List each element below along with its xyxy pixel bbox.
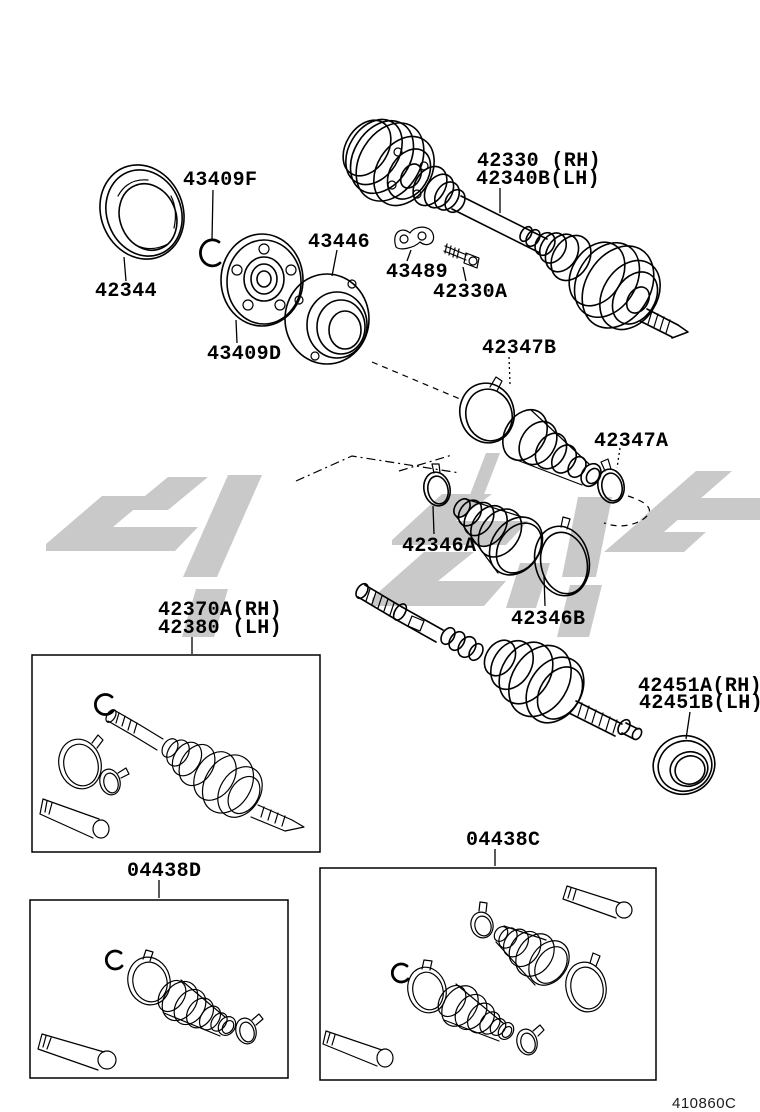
callout-04438C: 04438C (466, 829, 540, 852)
kit-box-boot-d (29, 899, 289, 1079)
callout-42346A: 42346A (402, 535, 476, 558)
watermark-logo (46, 453, 760, 637)
bearing-case-drawing (284, 273, 370, 365)
bolt-drawing (443, 243, 480, 269)
leader-lines (123, 188, 691, 898)
callout-42451A-rh: 42451A(RH) (638, 675, 760, 698)
callout-42347B: 42347B (482, 337, 556, 360)
part-callouts: 43409F 42344 43409D 43446 43489 42330A 4… (95, 150, 760, 883)
callout-42340B-lh: 42340B(LH) (476, 168, 600, 191)
intermediate-shaft-drawing (355, 582, 643, 741)
callout-42451B-lh: 42451B(LH) (639, 692, 760, 715)
flange-drawing (220, 233, 304, 327)
lock-washer-drawing (394, 226, 435, 250)
callout-43489: 43489 (386, 261, 448, 284)
callout-43409F: 43409F (183, 169, 257, 192)
oil-seal-drawing (652, 734, 716, 796)
axle-shaft-drawing (342, 118, 689, 339)
callout-42344: 42344 (95, 280, 157, 303)
callout-42346B: 42346B (511, 608, 585, 631)
callout-43409D: 43409D (207, 343, 281, 366)
kit-box-boot-c (319, 867, 657, 1081)
drawing-code: 410860C (672, 1095, 736, 1112)
callout-43446: 43446 (308, 231, 370, 254)
kit-box-outboard-shaft (31, 654, 321, 853)
boot-kit-mid-drawing (458, 376, 625, 504)
callout-42330-rh: 42330 (RH) (477, 150, 601, 173)
callout-42370A-rh: 42370A(RH) (158, 599, 282, 622)
dust-cover-drawing (99, 164, 185, 260)
assembly-indicator-lines (295, 361, 650, 527)
callout-42380-lh: 42380 (LH) (158, 617, 282, 640)
snap-ring-f-drawing (199, 238, 222, 268)
callout-04438D: 04438D (127, 860, 201, 883)
boot-kit-low-drawing (423, 463, 591, 597)
callout-42330A: 42330A (433, 281, 507, 304)
callout-42347A: 42347A (594, 430, 668, 453)
